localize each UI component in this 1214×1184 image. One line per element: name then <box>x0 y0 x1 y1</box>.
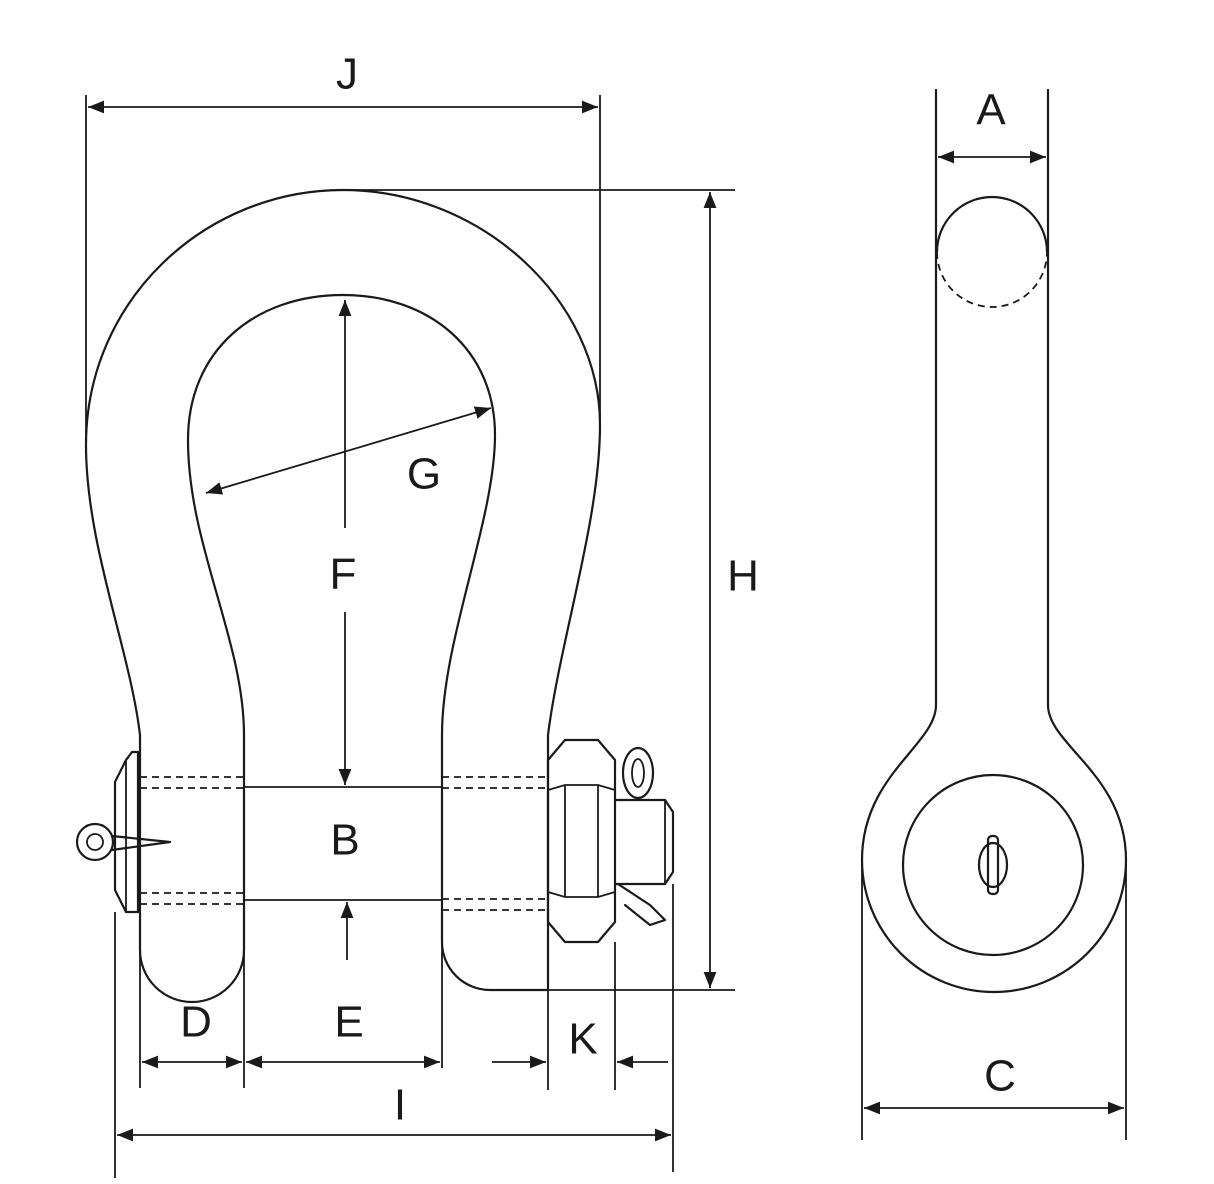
extension-lines <box>85 95 1127 1178</box>
label-c: C <box>984 1052 1016 1101</box>
label-a: A <box>976 86 1006 135</box>
bow-outer-contour <box>84 188 602 1004</box>
pin-nut <box>546 738 617 944</box>
pin-slot-bar <box>986 834 1000 896</box>
label-b: B <box>330 816 359 865</box>
shackle-pin <box>75 738 675 944</box>
label-f: F <box>330 550 357 599</box>
cotter-pin-loop <box>621 746 655 800</box>
pin-end <box>613 798 675 886</box>
side-view-outline <box>860 88 1128 994</box>
label-g: G <box>407 450 441 499</box>
dimension-labels: J A G F H B D E K C I <box>180 50 1016 1130</box>
shackle-side-view <box>860 88 1128 994</box>
pin-head-end-view <box>901 773 1085 957</box>
label-h: H <box>727 552 759 601</box>
pin-head <box>113 750 140 914</box>
dimension-lines <box>88 100 1124 1142</box>
pin-eye-tail <box>110 834 172 852</box>
cotter-pin-leg <box>616 882 667 927</box>
label-i: I <box>394 1081 406 1130</box>
label-k: K <box>568 1015 597 1064</box>
label-d: D <box>180 998 212 1047</box>
label-e: E <box>334 998 363 1047</box>
bow-cross-section <box>935 195 1049 254</box>
pin-eye-ring <box>75 822 115 862</box>
dim-g-line <box>205 406 492 495</box>
label-j: J <box>336 50 358 99</box>
shackle-bow <box>84 188 602 1004</box>
pin-slot-oval <box>977 841 1009 889</box>
